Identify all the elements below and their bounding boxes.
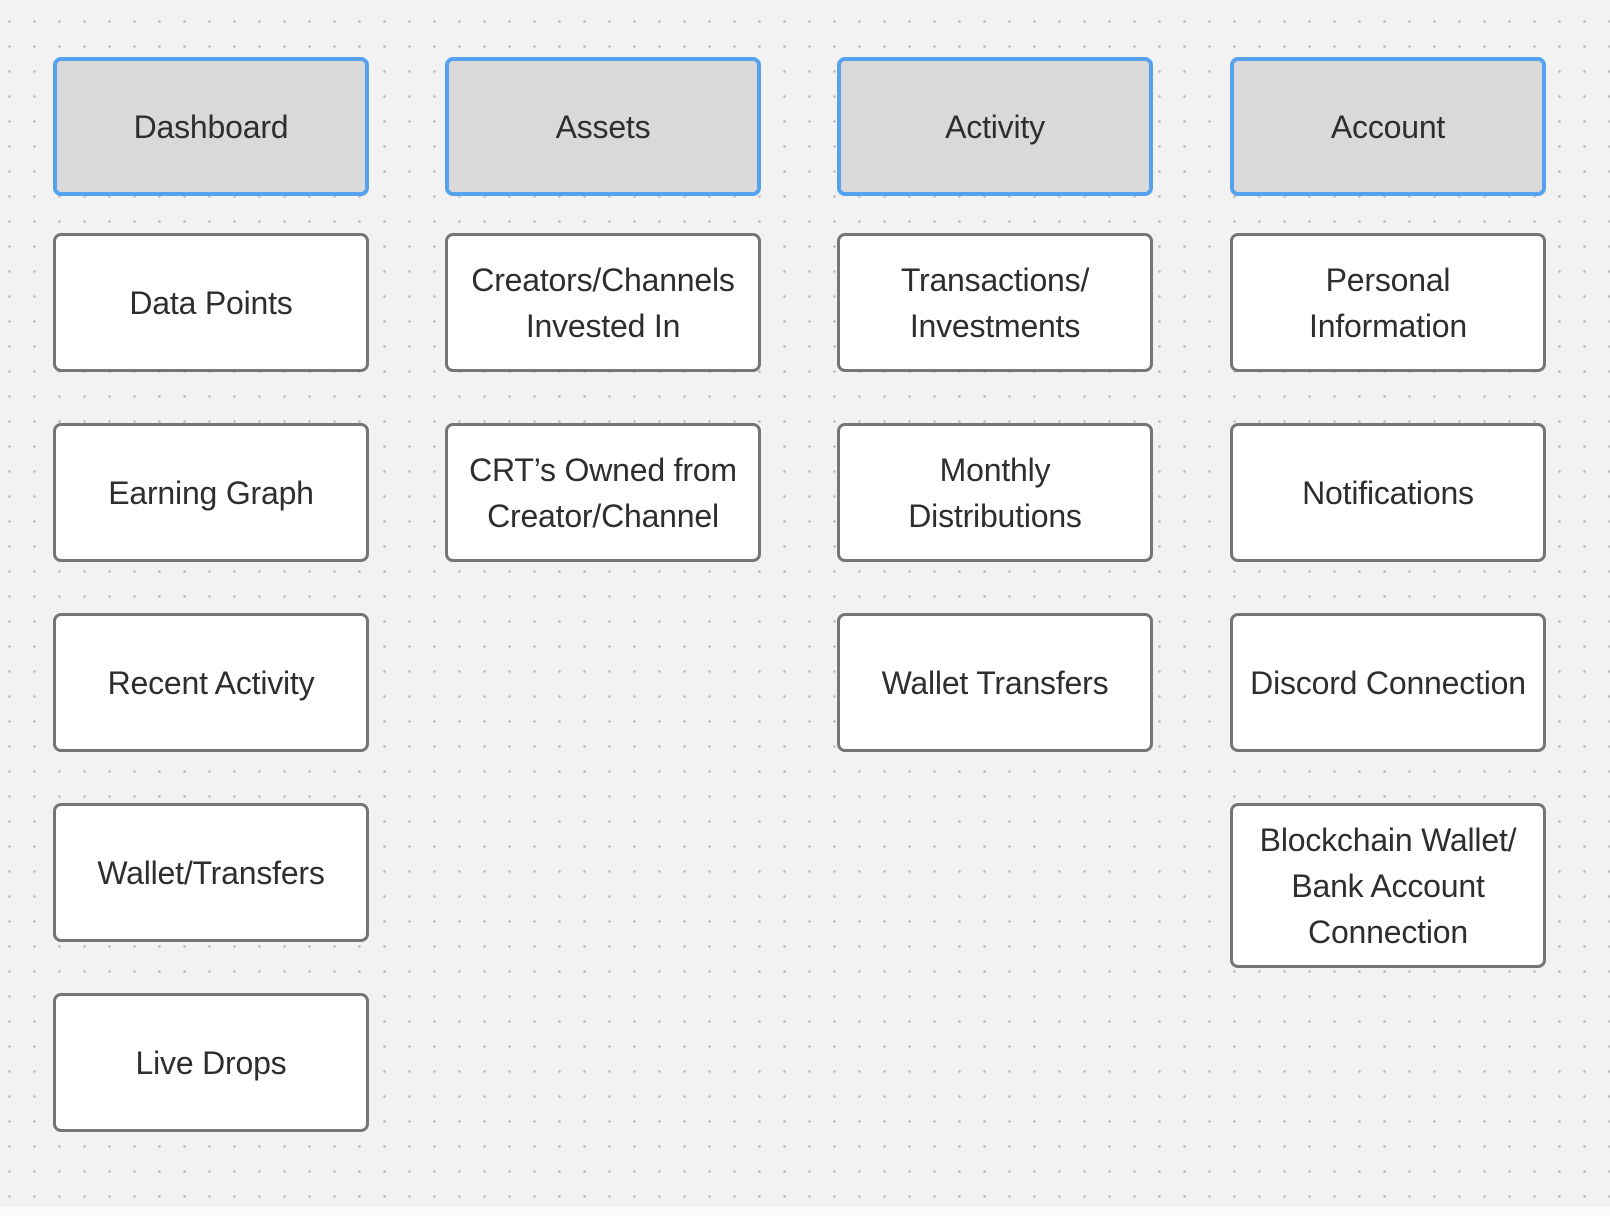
node-live-drops[interactable]: Live Drops — [53, 993, 369, 1132]
node-wallet-transfers-activity[interactable]: Wallet Transfers — [837, 613, 1153, 752]
node-personal-information-label: Personal Information — [1309, 261, 1467, 344]
node-wallet-transfers-dashboard[interactable]: Wallet/Transfers — [53, 803, 369, 942]
node-monthly-distributions-label: Monthly Distributions — [908, 451, 1082, 534]
column-account: Account Personal Information Notificatio… — [1230, 0, 1546, 1216]
node-activity-header-label: Activity — [945, 108, 1045, 145]
node-account-header[interactable]: Account — [1230, 57, 1546, 196]
node-dashboard-header[interactable]: Dashboard — [53, 57, 369, 196]
node-recent-activity-label: Recent Activity — [107, 664, 315, 701]
node-wallet-transfers-dashboard-label: Wallet/Transfers — [97, 854, 325, 891]
node-notifications[interactable]: Notifications — [1230, 423, 1546, 562]
node-assets-header[interactable]: Assets — [445, 57, 761, 196]
node-monthly-distributions[interactable]: Monthly Distributions — [837, 423, 1153, 562]
node-earning-graph-label: Earning Graph — [108, 474, 314, 511]
node-notifications-label: Notifications — [1302, 474, 1474, 511]
node-assets-header-label: Assets — [555, 108, 651, 145]
node-wallet-transfers-activity-label: Wallet Transfers — [881, 664, 1109, 701]
canvas-bottom-edge — [0, 1207, 1610, 1216]
node-transactions-investments-label: Transactions/ Investments — [900, 261, 1090, 344]
node-personal-information[interactable]: Personal Information — [1230, 233, 1546, 372]
node-creators-channels-invested-in[interactable]: Creators/Channels Invested In — [445, 233, 761, 372]
node-activity-header[interactable]: Activity — [837, 57, 1153, 196]
node-discord-connection-label: Discord Connection — [1250, 664, 1526, 701]
node-recent-activity[interactable]: Recent Activity — [53, 613, 369, 752]
column-dashboard: Dashboard Data Points Earning Graph Rece… — [53, 0, 369, 1216]
node-dashboard-header-label: Dashboard — [133, 108, 289, 145]
column-activity: Activity Transactions/ Investments Month… — [837, 0, 1153, 1216]
node-data-points-label: Data Points — [129, 284, 293, 321]
column-assets: Assets Creators/Channels Invested In CRT… — [445, 0, 761, 1216]
node-live-drops-label: Live Drops — [135, 1044, 287, 1081]
node-data-points[interactable]: Data Points — [53, 233, 369, 372]
node-transactions-investments[interactable]: Transactions/ Investments — [837, 233, 1153, 372]
node-blockchain-wallet-bank-account-connection[interactable]: Blockchain Wallet/ Bank Account Connecti… — [1230, 803, 1546, 968]
node-discord-connection[interactable]: Discord Connection — [1230, 613, 1546, 752]
node-crts-owned-from-creator-channel[interactable]: CRT’s Owned from Creator/Channel — [445, 423, 761, 562]
node-creators-channels-invested-in-label: Creators/Channels Invested In — [471, 261, 735, 344]
node-blockchain-wallet-bank-account-connection-label: Blockchain Wallet/ Bank Account Connecti… — [1259, 821, 1517, 950]
node-crts-owned-from-creator-channel-label: CRT’s Owned from Creator/Channel — [469, 451, 737, 534]
node-account-header-label: Account — [1330, 108, 1446, 145]
node-earning-graph[interactable]: Earning Graph — [53, 423, 369, 562]
